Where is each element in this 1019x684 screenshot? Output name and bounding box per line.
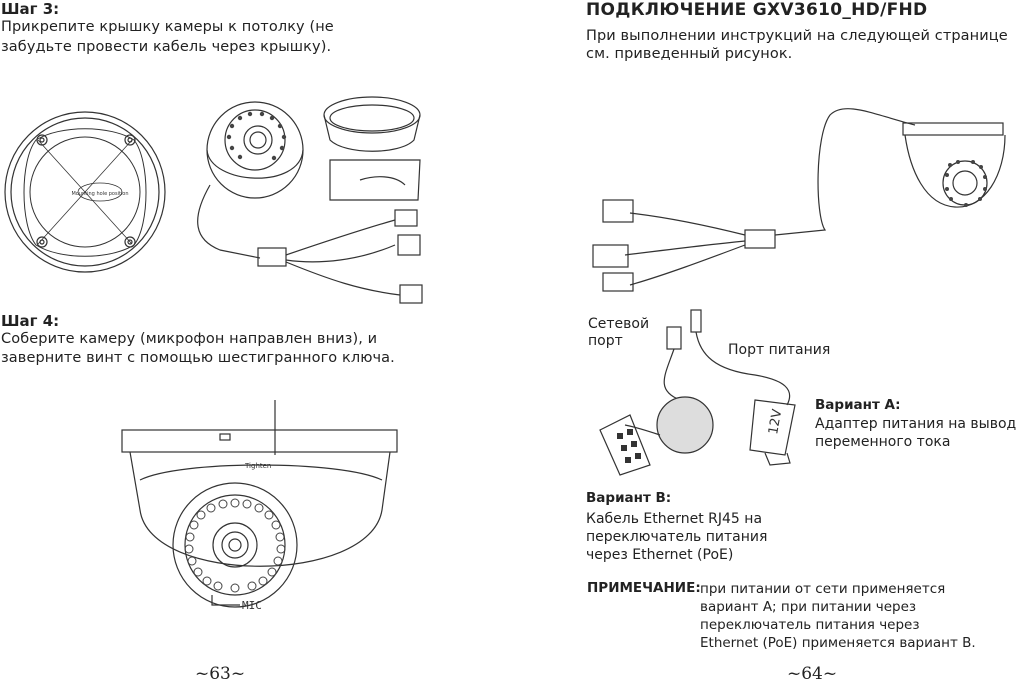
adapter-voltage-label: 12V	[766, 408, 785, 436]
intro-line1: При выполнении инструкций на следующей с…	[586, 28, 1008, 44]
variant-a-line2: переменного тока	[815, 434, 951, 450]
page-number-right: ~64~	[787, 664, 838, 684]
variant-a-line1: Адаптер питания на вывод	[815, 416, 1017, 432]
step3-line2: забудьте провести кабель через крышку).	[1, 39, 332, 55]
variant-b-line1: Кабель Ethernet RJ45 на	[586, 511, 763, 527]
camera-cable-illustration	[592, 108, 1006, 292]
variant-a-title: Вариант A:	[815, 397, 901, 413]
note-line3: переключатель питания через	[700, 617, 920, 633]
step3-title: Шаг 3:	[1, 0, 60, 18]
network-port-label-line1: Сетевой	[588, 316, 650, 332]
page-number-left: ~63~	[195, 664, 246, 684]
note-line1: при питании от сети применяется	[700, 581, 946, 597]
intro-line2: см. приведенный рисунок.	[586, 46, 793, 62]
variant-b-title: Вариант B:	[586, 490, 672, 506]
assembled-camera-illustration: Tighten MIC	[121, 400, 398, 612]
network-port-label-line2: порт	[588, 333, 623, 349]
mic-label: MIC	[242, 599, 262, 612]
step3-line1: Прикрепите крышку камеры к потолку (не	[1, 19, 334, 35]
variant-b-line2: переключатель питания	[586, 529, 768, 545]
note-line2: вариант A; при питании через	[700, 599, 917, 615]
step4-title: Шаг 4:	[1, 312, 60, 330]
tighten-label: Tighten	[244, 462, 271, 470]
step4-line1: Соберите камеру (микрофон направлен вниз…	[1, 331, 378, 347]
step4-line2: заверните винт с помощью шестигранного к…	[1, 350, 395, 366]
note-line4: Ethernet (PoE) применяется вариант B.	[700, 635, 976, 651]
connection-heading: ПОДКЛЮЧЕНИЕ GXV3610_HD/FHD	[586, 0, 928, 20]
camera-mounting-illustration: Mounting hole position	[4, 96, 423, 304]
connection-options-illustration: 12V	[599, 309, 796, 476]
note-label: ПРИМЕЧАНИЕ:	[587, 580, 701, 596]
mounting-hole-label: Mounting hole position	[71, 191, 128, 197]
power-port-label: Порт питания	[728, 342, 831, 358]
variant-b-line3: через Ethernet (PoE)	[586, 547, 734, 563]
